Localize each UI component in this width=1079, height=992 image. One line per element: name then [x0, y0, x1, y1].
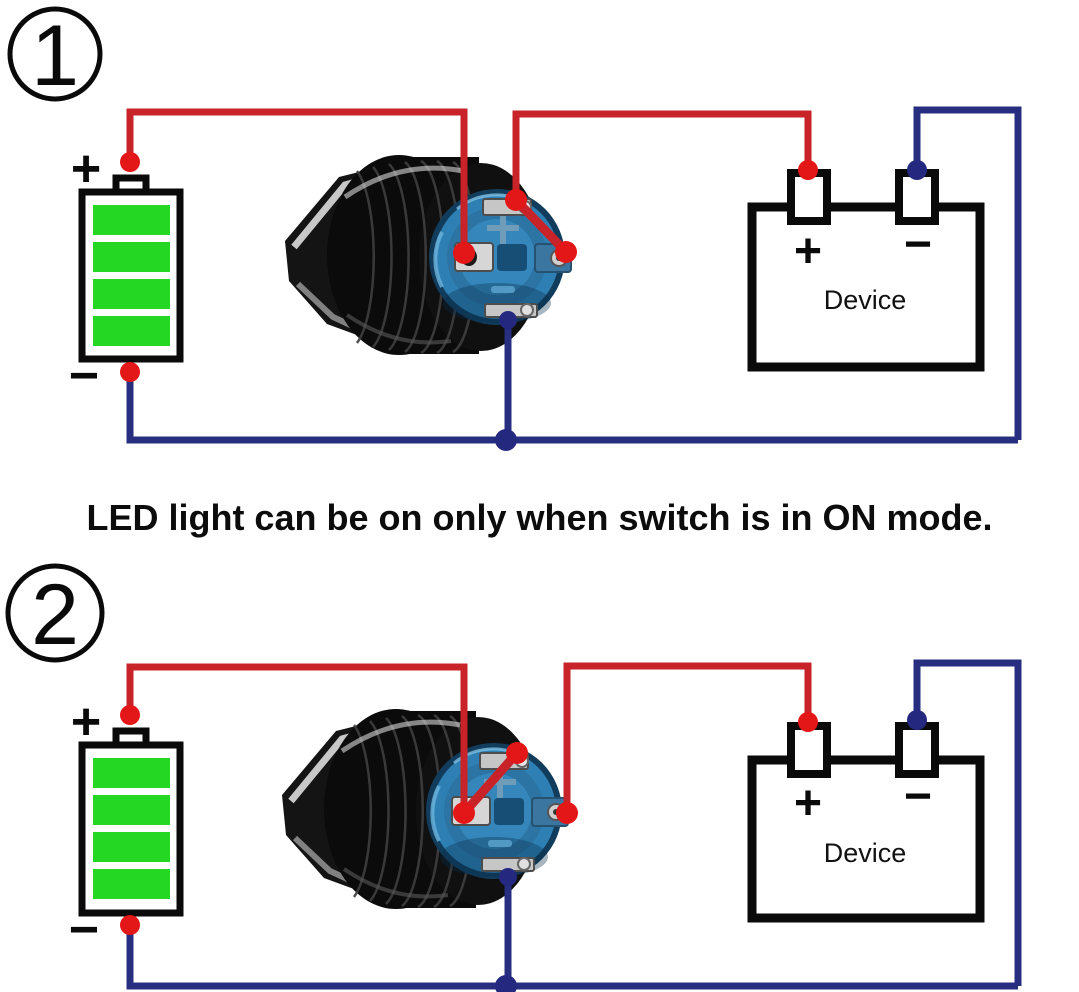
connection-dot-device-positive [798, 160, 818, 180]
junction-dot-ground-rail [495, 429, 517, 451]
negative-ground-rail [126, 372, 1018, 444]
battery-level-bars [93, 205, 170, 346]
connection-dot-switch-right [555, 241, 577, 263]
device-box: + − Device [747, 169, 985, 372]
device-label: Device [824, 285, 907, 315]
positive-wire-switch-to-device [563, 662, 812, 813]
connection-dot-switch-left [453, 242, 475, 264]
wiring-diagram-step-1: 1 + − + − Device [7, 6, 1022, 451]
negative-wire-device-to-rail [913, 106, 1022, 440]
device-plus-label: + [794, 225, 822, 278]
connection-dot-switch-bottom [499, 868, 517, 886]
device-minus-label: − [904, 218, 932, 271]
step-badge-circle [5, 563, 105, 663]
device-body [747, 755, 985, 923]
device-positive-terminal [787, 722, 831, 778]
battery-icon: + − [69, 140, 184, 405]
connection-dot-switch-top [506, 742, 528, 764]
positive-wire-switch-to-device [512, 110, 812, 200]
device-negative-terminal [895, 722, 939, 778]
step-number-badge-2: 2 [5, 563, 105, 663]
connection-dot-battery-positive [120, 705, 140, 725]
battery-level-bars [93, 758, 170, 899]
push-button-switch-photo [282, 709, 568, 909]
device-body [747, 202, 985, 372]
battery-plus-label: + [71, 693, 101, 751]
device-negative-terminal [895, 169, 939, 225]
caption-text: LED light can be on only when switch is … [86, 497, 993, 538]
negative-ground-rail [126, 925, 1018, 990]
connection-dot-device-positive [798, 712, 818, 732]
device-label: Device [824, 838, 907, 868]
connection-dot-device-negative [907, 710, 927, 730]
step-number-badge-1: 1 [7, 6, 103, 104]
wiring-diagram-step-2: 2 + − + − Device [5, 563, 1022, 992]
connection-dot-switch-left [453, 802, 475, 824]
step-number: 2 [31, 567, 79, 663]
connection-dot-battery-positive [120, 152, 140, 172]
battery-minus-label: − [69, 347, 99, 405]
battery-icon: + − [69, 693, 184, 959]
step-badge-circle [7, 6, 103, 102]
battery-minus-label: − [69, 901, 99, 959]
connection-dot-device-negative [907, 160, 927, 180]
positive-wire-battery-to-switch [126, 108, 468, 253]
connection-dot-switch-top [505, 189, 527, 211]
step-number: 1 [31, 8, 79, 104]
push-button-switch-photo [285, 155, 571, 355]
positive-wire-battery-to-switch [126, 663, 468, 813]
negative-wire-device-to-rail [913, 659, 1022, 986]
connection-dot-battery-negative [120, 915, 140, 935]
jumper-wire-top-to-right [511, 195, 571, 257]
jumper-wire-left-to-top [459, 748, 522, 818]
device-plus-label: + [794, 777, 822, 830]
connection-dot-switch-bottom [499, 311, 517, 329]
connection-dot-switch-right [556, 802, 578, 824]
connection-dot-battery-negative [120, 362, 140, 382]
battery-plus-label: + [71, 140, 101, 198]
device-minus-label: − [904, 770, 932, 823]
device-box: + − Device [747, 722, 985, 923]
device-positive-terminal [787, 169, 831, 225]
junction-dot-ground-rail [495, 975, 517, 992]
